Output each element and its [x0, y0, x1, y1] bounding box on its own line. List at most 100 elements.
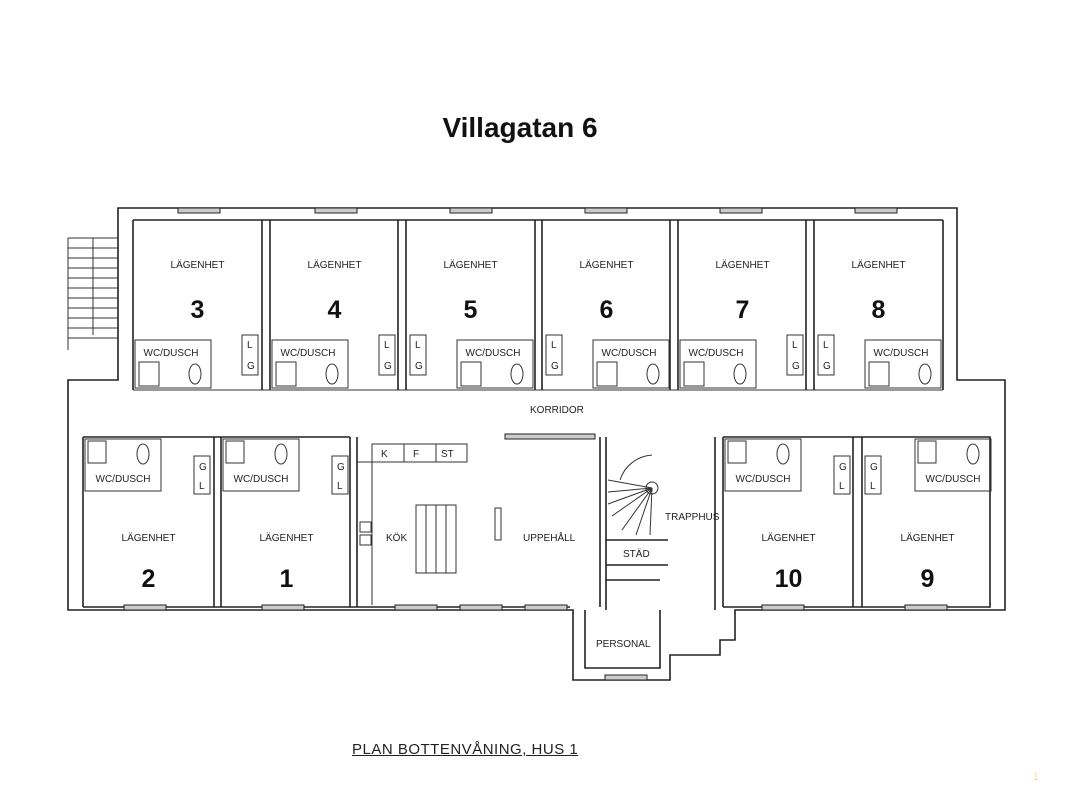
bath-label: WC/DUSCH: [234, 474, 289, 485]
window: [604, 674, 648, 681]
bathroom: [679, 339, 757, 389]
window: [394, 604, 438, 611]
bath-label: WC/DUSCH: [736, 474, 791, 485]
toilet-icon: [733, 363, 747, 385]
apartment-label: LÄGENHET: [762, 532, 816, 544]
bath-label: WC/DUSCH: [689, 348, 744, 359]
window: [504, 433, 596, 440]
closet: [545, 334, 563, 376]
bathroom: [134, 339, 212, 389]
window: [854, 207, 898, 214]
closet-g-label: G: [247, 361, 255, 372]
kitchen-f-label: F: [413, 449, 419, 460]
toilet-icon: [918, 363, 932, 385]
toilet-icon: [274, 443, 288, 465]
toilet-icon: [325, 363, 339, 385]
bathroom: [84, 438, 162, 492]
closet-g-label: G: [415, 361, 423, 372]
toilet-icon: [188, 363, 202, 385]
closet-g-label: G: [870, 462, 878, 473]
closet: [817, 334, 835, 376]
closet-g-label: G: [384, 361, 392, 372]
shower-icon: [596, 361, 618, 387]
bath-label: WC/DUSCH: [874, 348, 929, 359]
bathroom: [592, 339, 670, 389]
toilet-icon: [646, 363, 660, 385]
bathroom: [914, 438, 992, 492]
apartment-label: LÄGENHET: [260, 532, 314, 544]
windows: [123, 207, 948, 681]
shower-icon: [917, 440, 937, 464]
window: [904, 604, 948, 611]
closet-g-label: G: [823, 361, 831, 372]
window: [449, 207, 493, 214]
bathroom: [456, 339, 534, 389]
bathroom: [724, 438, 802, 492]
bath-label: WC/DUSCH: [144, 348, 199, 359]
apartment-number: 10: [775, 565, 803, 593]
window: [761, 604, 805, 611]
shower-icon: [460, 361, 482, 387]
apartment-number: 5: [464, 296, 478, 324]
shower-icon: [683, 361, 705, 387]
toilet-icon: [966, 443, 980, 465]
shower-icon: [225, 440, 245, 464]
corridor-label: KORRIDOR: [530, 405, 584, 416]
closet-l-label: L: [792, 340, 798, 351]
window: [584, 207, 628, 214]
upper-partitions: [133, 220, 943, 391]
closet-l-label: L: [823, 340, 829, 351]
closet: [864, 455, 882, 495]
outer-walls: [67, 207, 1006, 681]
bathroom: [271, 339, 349, 389]
closet: [378, 334, 396, 376]
bath-label: WC/DUSCH: [602, 348, 657, 359]
staff-label: PERSONAL: [596, 639, 651, 650]
bathroom: [222, 438, 300, 492]
closet-g-label: G: [337, 462, 345, 473]
apartment-number: 7: [736, 296, 750, 324]
closet-l-label: L: [199, 481, 205, 492]
room-labels: KORRIDOR KÖK UPPEHÅLL TRAPPHUS STÄD PERS…: [381, 405, 720, 650]
closet-g-label: G: [839, 462, 847, 473]
lower-partitions: [213, 437, 863, 610]
closet-l-label: L: [337, 481, 343, 492]
shower-icon: [138, 361, 160, 387]
apartment-label: LÄGENHET: [122, 532, 176, 544]
shower-icon: [727, 440, 747, 464]
apartment-label: LÄGENHET: [901, 532, 955, 544]
closet-l-label: L: [551, 340, 557, 351]
window: [719, 207, 763, 214]
apartment-number: 1: [280, 565, 294, 593]
bath-label: WC/DUSCH: [466, 348, 521, 359]
closet-l-label: L: [415, 340, 421, 351]
stairs-label: TRAPPHUS: [665, 512, 720, 523]
apartment-1: LÄGENHET 1 WC/DUSCH GL: [222, 438, 349, 593]
kitchen-fixtures: [357, 443, 502, 605]
window: [314, 207, 358, 214]
bath-label: WC/DUSCH: [96, 474, 151, 485]
bathroom: [864, 339, 942, 389]
window: [524, 604, 568, 611]
living-label: UPPEHÅLL: [523, 531, 576, 544]
closet-l-label: L: [384, 340, 390, 351]
apartment-number: 4: [328, 296, 342, 324]
bath-label: WC/DUSCH: [926, 474, 981, 485]
shower-icon: [868, 361, 890, 387]
closet-l-label: L: [247, 340, 253, 351]
kitchen-st-label: ST: [441, 449, 454, 460]
closet: [331, 455, 349, 495]
toilet-icon: [510, 363, 524, 385]
closet-g-label: G: [551, 361, 559, 372]
closet-g-label: G: [199, 462, 207, 473]
apartment-number: 6: [600, 296, 614, 324]
closet: [193, 455, 211, 495]
closet: [409, 334, 427, 376]
bath-label: WC/DUSCH: [281, 348, 336, 359]
